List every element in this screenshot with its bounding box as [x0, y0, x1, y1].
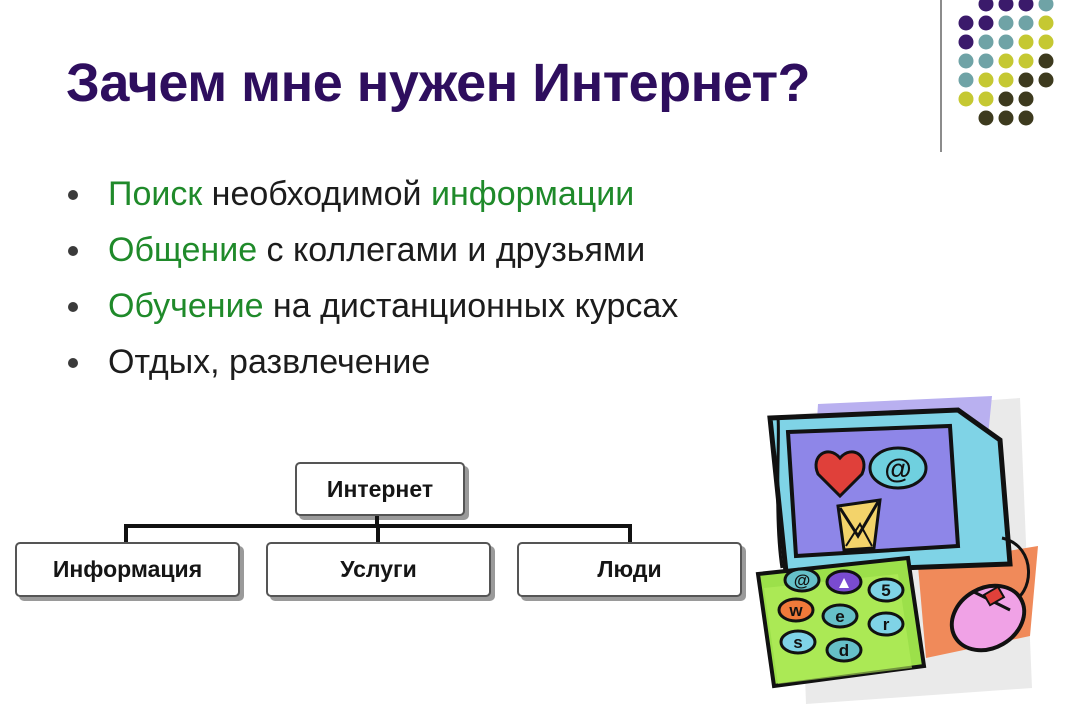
key-label: w [788, 601, 803, 620]
decorative-dot [1018, 53, 1034, 69]
diagram-root-box: Интернет [295, 462, 465, 516]
decorative-dot [1018, 34, 1034, 50]
decorative-dot [998, 15, 1014, 31]
decorative-dot [978, 34, 994, 50]
decorative-dot [958, 91, 974, 107]
key-label: 5 [881, 581, 890, 600]
diagram-connector [628, 524, 632, 542]
decorative-dot [958, 34, 974, 50]
diagram-connector [376, 524, 380, 542]
bullet-text: с коллегами и друзьями [257, 231, 646, 269]
decorative-dot [998, 0, 1014, 12]
decorative-dot [1018, 72, 1034, 88]
decorative-dot [978, 91, 994, 107]
decorative-dot [998, 72, 1014, 88]
decorative-dot [998, 34, 1014, 50]
decorative-dot [1038, 72, 1054, 88]
key-icon [779, 629, 817, 655]
dot-grid-decoration [950, 0, 1070, 140]
bullet-text-accent: Обучение [108, 287, 264, 325]
decorative-dot [998, 110, 1014, 126]
key-label: d [839, 641, 849, 660]
key-label: s [793, 633, 802, 652]
key-icon [783, 567, 821, 593]
key-icon [825, 569, 863, 595]
decorative-dot [1018, 110, 1034, 126]
bullet-item: Обучение на дистанционных курсах [66, 278, 678, 334]
decorative-dot [1038, 15, 1054, 31]
decorative-dot [978, 72, 994, 88]
bullet-text: необходимой [202, 175, 431, 213]
dot-grid-icon [958, 0, 1054, 126]
decorative-dot [958, 53, 974, 69]
key-icon [825, 637, 863, 663]
bullet-dot-icon [68, 246, 78, 256]
key-label: r [883, 615, 890, 634]
bullet-item: Отдых, развлечение [66, 334, 678, 390]
key-icon [867, 611, 905, 637]
decorative-dot [978, 53, 994, 69]
key-label: @ [794, 571, 811, 590]
vertical-divider [940, 0, 942, 152]
bullet-list: Поиск необходимой информации Общение с к… [66, 166, 678, 390]
decorative-dot [1038, 0, 1054, 12]
decorative-dot [998, 53, 1014, 69]
heart-icon [814, 450, 866, 499]
decorative-dot [1018, 15, 1034, 31]
bullet-text: на дистанционных курсах [263, 287, 679, 325]
computer-clipart: @ @ ▲ 5 w e r s d [748, 396, 1048, 721]
computer-icon: @ @ ▲ 5 w e r s d [755, 396, 1038, 704]
diagram-connector [375, 516, 379, 526]
decorative-dot [1018, 91, 1034, 107]
decorative-dot [958, 15, 974, 31]
bullet-item: Поиск необходимой информации [66, 166, 678, 222]
mouse-icon [949, 583, 1027, 653]
decorative-dot [1018, 0, 1034, 12]
email-bubble-icon [868, 446, 928, 490]
slide-title: Зачем мне нужен Интернет? [66, 53, 811, 113]
decorative-dot [958, 72, 974, 88]
key-label: e [835, 607, 844, 626]
diagram-child-box: Информация [15, 542, 240, 597]
diagram-child-box: Люди [517, 542, 742, 597]
decorative-dot [978, 0, 994, 12]
diagram-child-box: Услуги [266, 542, 491, 597]
bullet-dot-icon [68, 190, 78, 200]
bullet-dot-icon [68, 302, 78, 312]
key-label: ▲ [836, 573, 853, 592]
bullet-text-accent: Поиск [108, 175, 203, 213]
bullet-text-accent: информации [430, 175, 635, 213]
bullet-dot-icon [68, 358, 78, 368]
decorative-dot [978, 110, 994, 126]
decorative-dot [1038, 53, 1054, 69]
key-icon [821, 603, 859, 629]
at-symbol: @ [884, 453, 911, 484]
key-icon [867, 577, 905, 603]
decorative-dot [978, 15, 994, 31]
bullet-text: Отдых, развлечение [108, 343, 431, 381]
decorative-dot [998, 91, 1014, 107]
diagram-connector [124, 524, 128, 542]
key-icon [777, 597, 815, 623]
bullet-text-accent: Общение [108, 231, 258, 269]
bullet-item: Общение с коллегами и друзьями [66, 222, 678, 278]
decorative-dot [1038, 34, 1054, 50]
